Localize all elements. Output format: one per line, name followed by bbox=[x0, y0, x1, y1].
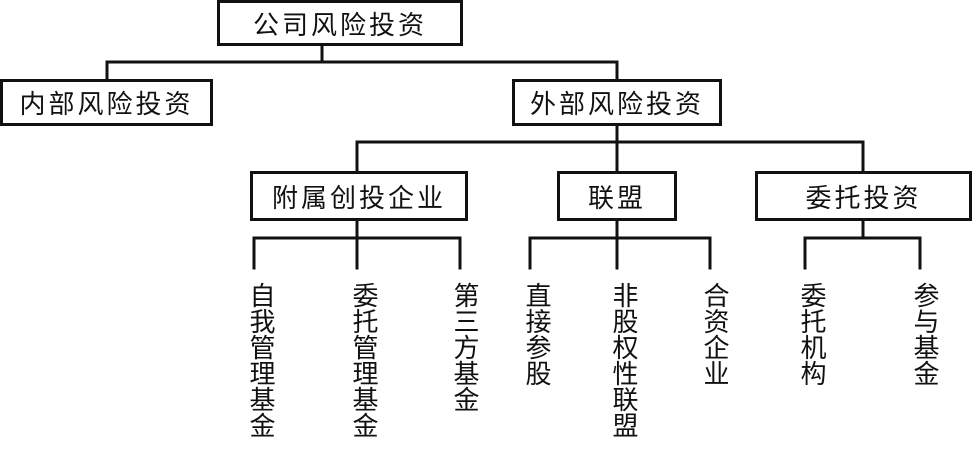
leaf-self-managed-fund: 自我管理基金 bbox=[245, 282, 275, 438]
affiliated-venture-label: 附属创投企业 bbox=[271, 183, 446, 214]
affiliated-venture-node: 附属创投企业 bbox=[250, 171, 468, 221]
leaf-non-equity-alliance: 非股权性联盟 bbox=[608, 282, 638, 438]
root-node: 公司风险投资 bbox=[217, 0, 463, 46]
internal-risk-investment-node: 内部风险投资 bbox=[0, 79, 213, 126]
leaf-third-party-fund: 第三方基金 bbox=[449, 282, 479, 412]
entrusted-investment-node: 委托投资 bbox=[755, 171, 972, 221]
leaf-participate-fund: 参与基金 bbox=[909, 282, 939, 386]
leaf-direct-participation: 直接参股 bbox=[521, 282, 551, 386]
leaf-entrusted-managed-fund: 委托管理基金 bbox=[348, 282, 378, 438]
internal-risk-investment-label: 内部风险投资 bbox=[19, 90, 194, 120]
alliance-label: 联盟 bbox=[587, 183, 646, 214]
entrusted-investment-label: 委托投资 bbox=[805, 183, 922, 214]
alliance-node: 联盟 bbox=[557, 171, 677, 221]
external-risk-investment-node: 外部风险投资 bbox=[512, 79, 722, 126]
leaf-joint-venture: 合资企业 bbox=[699, 282, 729, 386]
leaf-entrusted-institution: 委托机构 bbox=[796, 282, 826, 386]
root-label: 公司风险投资 bbox=[252, 10, 427, 41]
external-risk-investment-label: 外部风险投资 bbox=[529, 90, 704, 120]
